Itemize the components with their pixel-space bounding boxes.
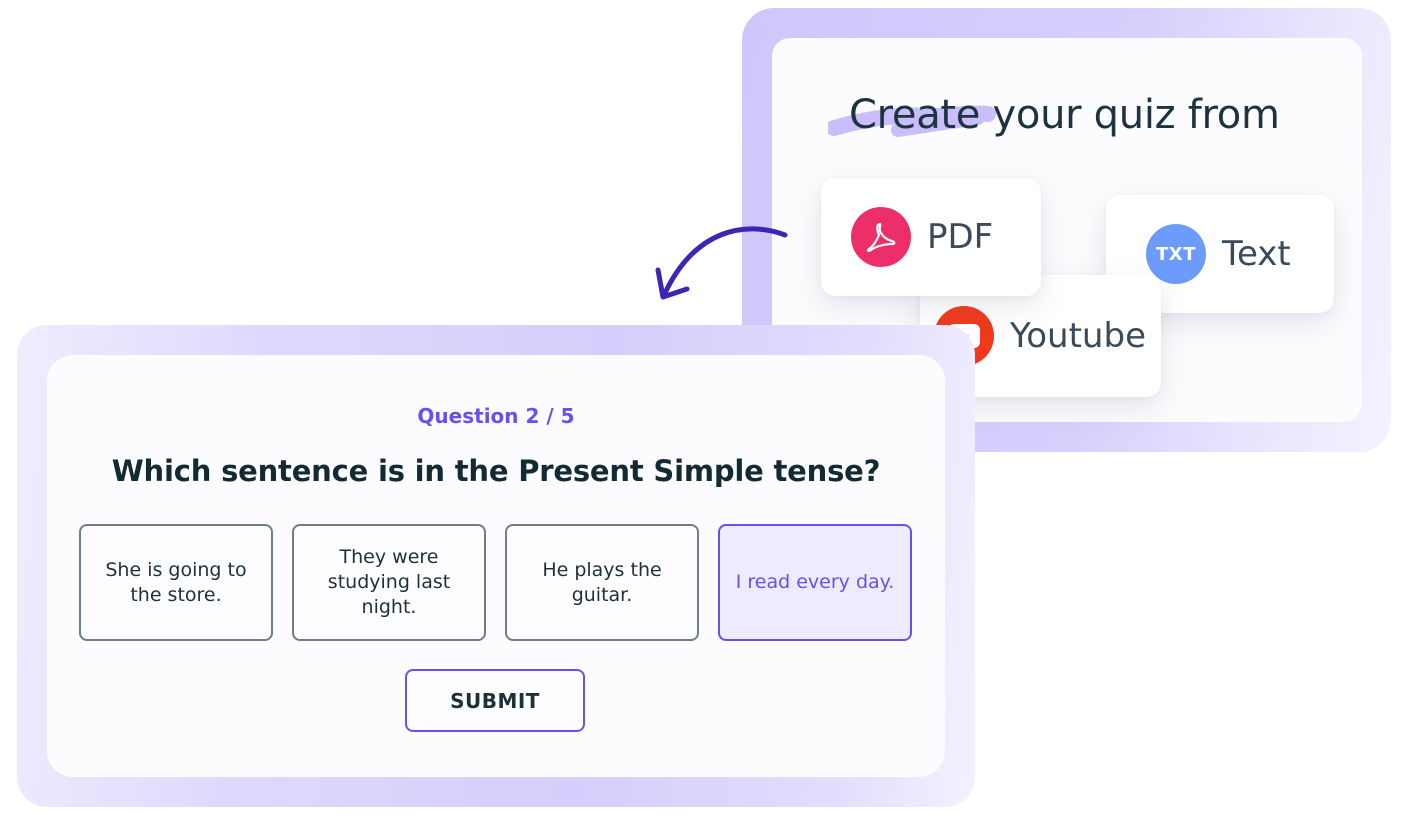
source-option-label: Text xyxy=(1222,234,1291,274)
answer-option-3[interactable]: He plays the guitar. xyxy=(505,524,699,641)
curved-arrow-icon xyxy=(655,226,788,300)
highlight-brush-stroke-icon xyxy=(828,105,996,137)
submit-button[interactable]: SUBMIT xyxy=(405,669,585,732)
source-option-youtube[interactable]: Youtube xyxy=(920,275,1161,397)
sources-title: Create your quiz from xyxy=(849,92,1280,138)
sources-title-group: Create your quiz from xyxy=(828,92,1308,152)
txt-icon: TXT xyxy=(1146,224,1206,284)
source-option-pdf[interactable]: PDF xyxy=(821,178,1041,296)
answer-option-2[interactable]: They were studying last night. xyxy=(292,524,486,641)
source-option-label: Youtube xyxy=(1010,316,1146,356)
pdf-acrobat-icon xyxy=(851,207,911,267)
answer-options: She is going to the store. They were stu… xyxy=(79,524,912,641)
source-option-label: PDF xyxy=(927,217,994,257)
answer-option-4-selected[interactable]: I read every day. xyxy=(718,524,912,641)
question-counter: Question 2 / 5 xyxy=(417,404,575,428)
question-text: Which sentence is in the Present Simple … xyxy=(111,454,881,488)
answer-option-1[interactable]: She is going to the store. xyxy=(79,524,273,641)
